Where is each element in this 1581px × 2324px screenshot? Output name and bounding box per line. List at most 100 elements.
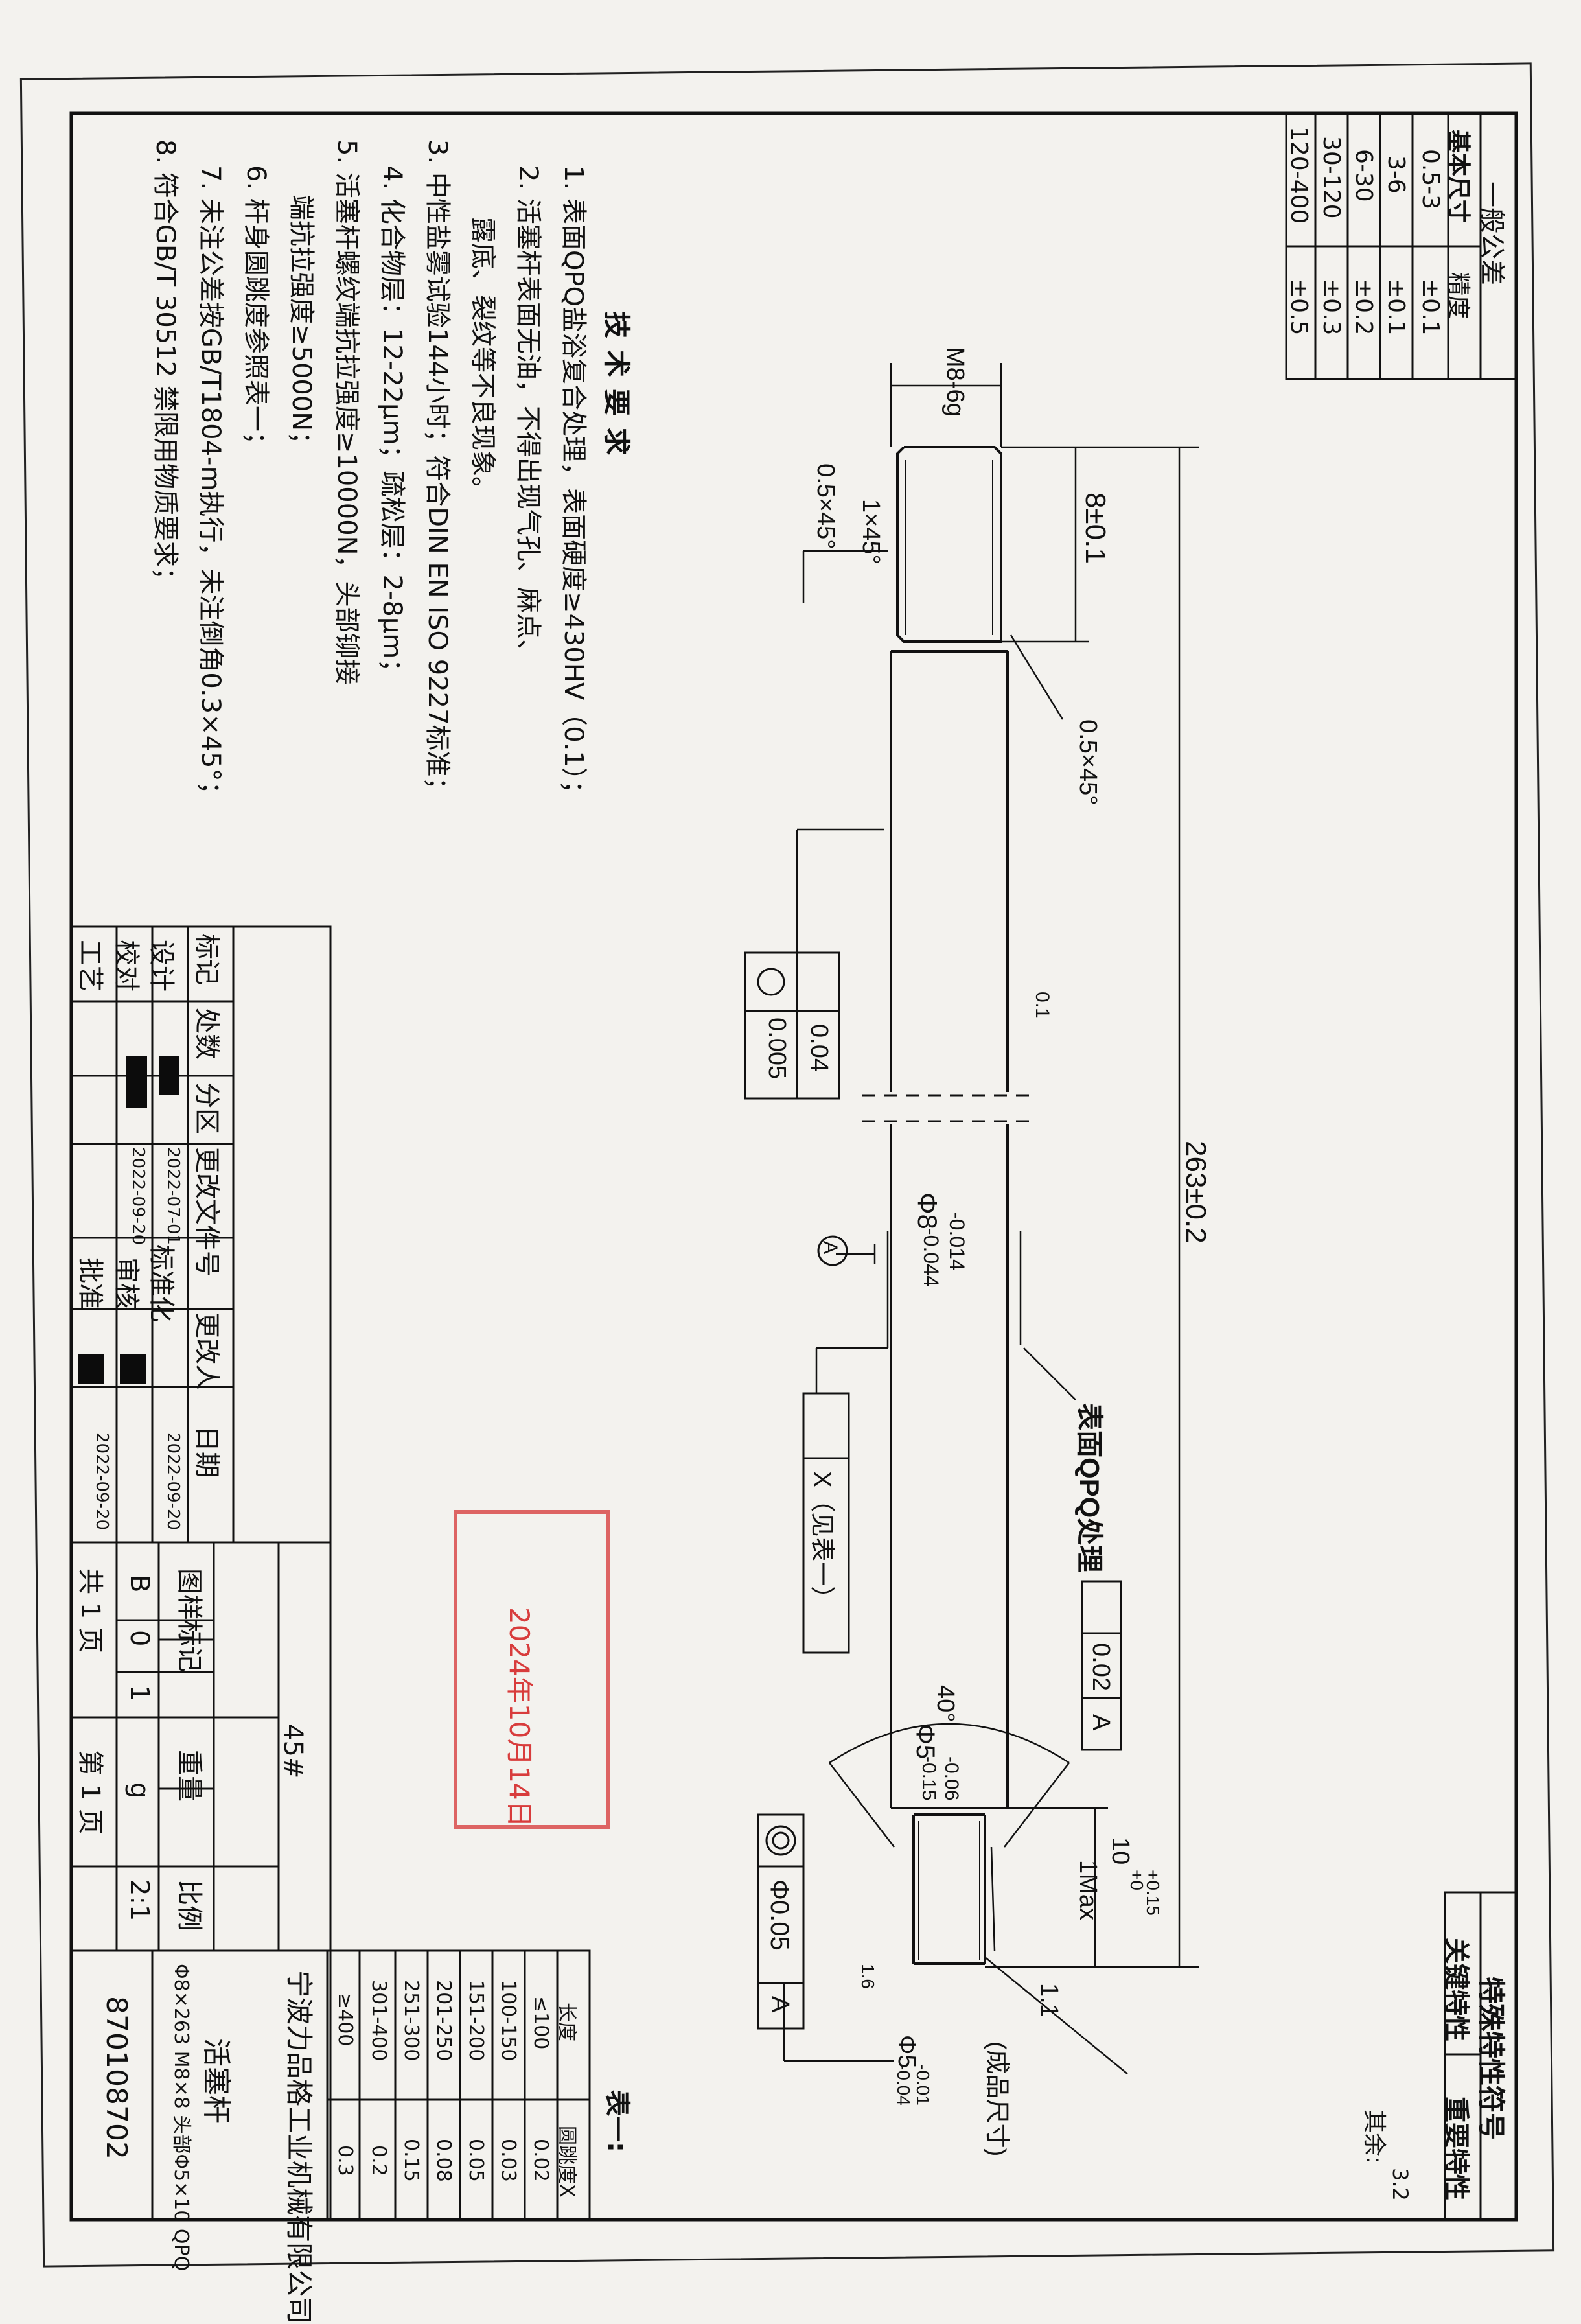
part-name: 活塞杆 <box>200 2038 233 2124</box>
redacted-signature <box>126 1056 147 1108</box>
thread-length: 8±0.1 <box>1079 493 1111 564</box>
head-length: 10 <box>1107 1837 1134 1865</box>
table-one-row: 100-150 <box>497 1980 520 2062</box>
general-tolerance-row: ±0.2 <box>1350 279 1377 336</box>
datum-a-label: A <box>820 1241 841 1255</box>
table-one-row: 0.03 <box>497 2139 520 2182</box>
remaining-roughness-label: 其余: <box>1361 2109 1387 2165</box>
thread-spec: M8-6g <box>941 347 969 417</box>
head-diameter: Φ5 <box>911 1724 940 1760</box>
thread-chamfer: 1×45° <box>857 499 884 564</box>
date-review: 2022-09-20 <box>92 1432 111 1531</box>
cylindricity-value: 0.04 <box>805 1024 833 1072</box>
general-tolerance-row: ±0.3 <box>1318 279 1344 336</box>
rev-header-count: 处数 <box>192 1008 222 1060</box>
drawing-number: 870108702 <box>100 1996 133 2159</box>
tech-requirement-item: 1. 表面QPQ盐浴复合处理，表面硬度≥430HV（0.1）； <box>559 165 588 806</box>
drawing-mark-b: B <box>124 1575 154 1593</box>
feature-symbol-frame <box>1444 1891 1518 2221</box>
tip-diameter-upper: -0.01 <box>913 2064 933 2106</box>
concentricity-datum: A <box>767 1996 794 2013</box>
part-spec: Φ8×263 M8×8 头部Φ5×10 QPQ <box>170 1964 192 2272</box>
rev-header-person: 更改人 <box>192 1312 222 1390</box>
rod-diameter-upper: -0.014 <box>945 1212 969 1271</box>
rev-header-doc: 更改文件号 <box>192 1147 222 1277</box>
table-one-row: 0.3 <box>334 2145 356 2176</box>
role-check: 校对 <box>111 940 141 992</box>
tech-requirement-item: 7. 未注公差按GB/T1804-m执行，未注倒角0.3×45°； <box>196 165 225 808</box>
general-tolerance-row: 6-30 <box>1350 149 1377 202</box>
perpendicularity-frame <box>1081 1580 1122 1751</box>
concentricity-frame <box>757 1813 805 2030</box>
redacted-signature <box>159 1056 179 1095</box>
runout-note: X（见表一） <box>808 1471 835 1611</box>
overall-length: 263±0.2 <box>1180 1141 1212 1244</box>
tip-note: (成品尺寸) <box>983 2041 1010 2157</box>
table-one-header-length: 长度 <box>555 2003 578 2041</box>
tip-diameter: Φ5 <box>893 2035 920 2069</box>
remaining-roughness-value: 3.2 <box>1388 2168 1413 2201</box>
head-diameter-lower: -0.15 <box>918 1756 940 1801</box>
general-tolerance-title: 一般公差 <box>1477 181 1506 285</box>
table-one-row: 301-400 <box>367 1980 390 2062</box>
perpendicularity-datum: A <box>1087 1714 1114 1731</box>
tech-requirement-item: 8. 符合GB/T 30512 禁限用物质要求； <box>150 139 180 593</box>
dimension-lines <box>783 363 1199 2074</box>
weight-value: g <box>124 1782 154 1799</box>
feature-symbols-title: 特殊特性符号 <box>1475 1977 1507 2141</box>
table-one-row: 0.05 <box>465 2139 487 2182</box>
table-one-row: 0.02 <box>529 2139 552 2182</box>
drawing-mark-label: 图样标记 <box>174 1568 204 1672</box>
table-one-title: 表一: <box>602 2090 632 2152</box>
tech-requirements-title: 技术要求 <box>601 311 632 467</box>
concentricity-value: Φ0.05 <box>765 1879 794 1951</box>
roughness-tip: 1.6 <box>858 1964 878 1989</box>
title-block-frame <box>70 925 332 2221</box>
general-tolerance-row: 120-400 <box>1286 126 1312 224</box>
general-tolerance-frame <box>1285 112 1518 380</box>
table-one-row: 0.08 <box>432 2139 455 2182</box>
rod-diameter-lower: -0.044 <box>919 1228 943 1287</box>
table-one-row: 151-200 <box>465 1980 487 2062</box>
date-design: 2022-07-01 <box>163 1147 183 1246</box>
tech-requirement-item: 2. 活塞杆表面无油，不得出现气孔、麻点、 <box>513 165 543 665</box>
rev-header-date: 日期 <box>192 1426 222 1478</box>
stamp-date: 2024年10月14日 <box>503 1607 535 1828</box>
tip-length: 1.1 <box>1035 1983 1063 2017</box>
scale-value: 2:1 <box>124 1879 154 1922</box>
roundness-frame <box>744 951 798 1100</box>
general-tolerance-row: ±0.1 <box>1417 279 1444 336</box>
redacted-signature <box>120 1354 146 1384</box>
runout-frame <box>802 1392 850 1654</box>
table-one-row: 0.2 <box>367 2145 390 2176</box>
gdt-frames <box>744 951 1122 2030</box>
concentricity-symbol <box>765 1825 796 1856</box>
general-tolerance-row: 3-6 <box>1383 156 1409 194</box>
tech-requirement-item: 5. 活塞杆螺纹端抗拉强度≥10000N，头部铆接 <box>332 139 362 685</box>
scale-label: 比例 <box>174 1879 204 1931</box>
tech-requirement-item: 露底、裂纹等不良现象。 <box>468 217 498 502</box>
head-length-lower: +0 <box>1127 1870 1147 1890</box>
date-standardization: 2022-09-20 <box>163 1432 183 1531</box>
rev-header-zone: 分区 <box>192 1082 222 1134</box>
thread-chamfer-2: 0.5×45° <box>812 463 839 550</box>
table-one-row: 251-300 <box>400 1980 422 2062</box>
shoulder-chamfer: 0.5×45° <box>1074 719 1102 806</box>
approval-stamp <box>454 1510 610 1829</box>
drawing-mark-0: 0 <box>124 1630 154 1647</box>
material-label: 45# <box>278 1724 308 1779</box>
weight-label: 重量 <box>174 1750 204 1802</box>
roundness-symbol <box>757 968 785 996</box>
role-review: 审核 <box>111 1257 141 1309</box>
tech-requirement-item: 3. 中性盐雾试验144小时；符合DIN EN ISO 9227标准； <box>422 139 452 803</box>
table-one-header-runout: 圆跳度X <box>555 2126 578 2198</box>
redacted-signature <box>78 1354 104 1384</box>
tech-requirement-item: 4. 化合物层：12-22μm；疏松层：2-8μm； <box>377 165 407 685</box>
important-feature-label: 重要特性 <box>1441 2097 1471 2200</box>
roughness-main: 0.1 <box>1032 992 1053 1019</box>
angle-label: 40° <box>932 1685 959 1723</box>
sheet-number: 第 1 页 <box>75 1750 105 1835</box>
datum-a-circle <box>817 1235 848 1266</box>
role-standardization: 标准化 <box>146 1244 176 1322</box>
